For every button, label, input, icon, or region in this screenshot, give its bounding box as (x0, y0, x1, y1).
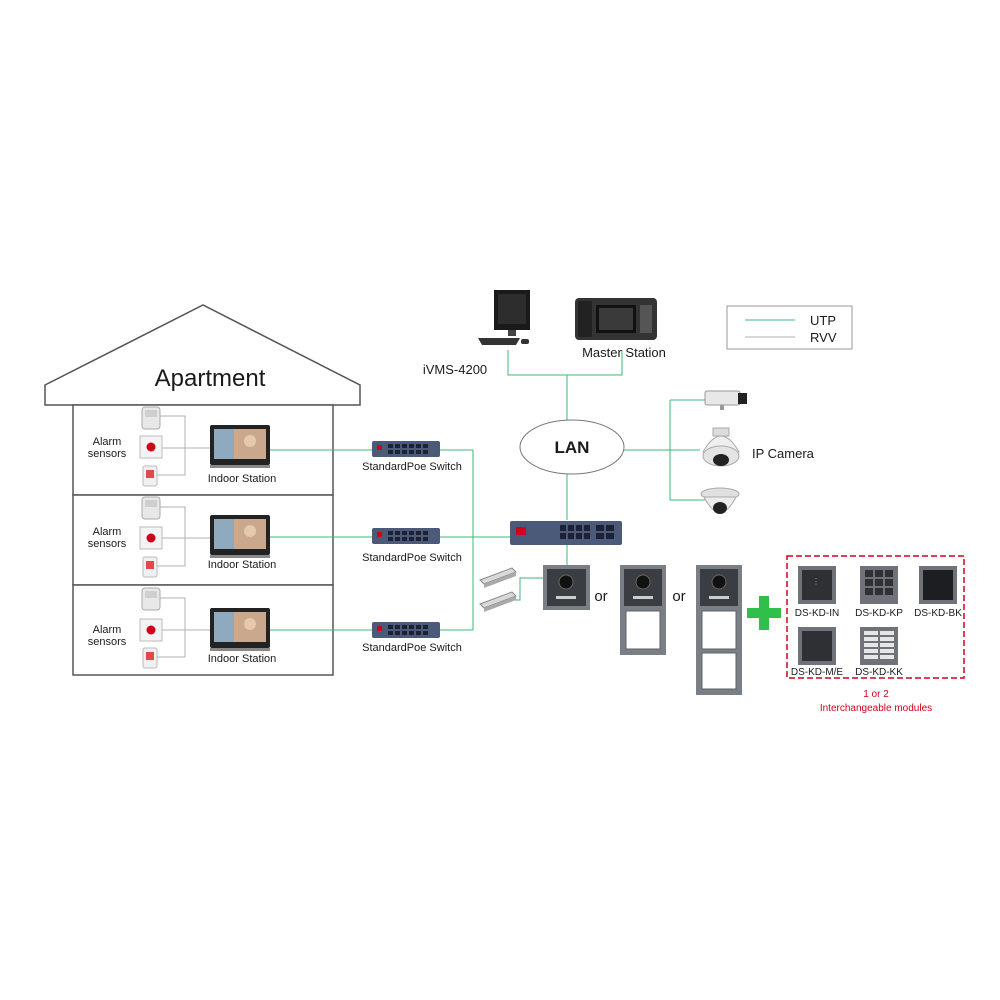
door-station-1-module (543, 565, 590, 610)
speed-dome-camera-icon (702, 427, 740, 467)
alarm-sensors-label: Alarm (93, 436, 122, 448)
or-label: or (672, 588, 685, 605)
modules-note-count: 1 or 2 (863, 689, 889, 700)
alarm-sensors-label: sensors (88, 636, 127, 648)
motion-sensor-icon (141, 496, 161, 520)
ip-camera-label: IP Camera (752, 446, 815, 461)
door-sensor-icon (142, 647, 158, 669)
master-station-icon (575, 298, 657, 340)
alarm-sensors-label: sensors (88, 448, 127, 460)
panic-button-icon (139, 435, 163, 459)
legend-utp-label: UTP (810, 313, 836, 328)
poe-switch-label: StandardPoe Switch (362, 461, 462, 473)
indoor-station-icon (210, 608, 270, 651)
indoor-station-label: Indoor Station (208, 559, 277, 571)
modules-note-text: Interchangeable modules (820, 703, 932, 714)
indicator-module-icon: ⋮ (798, 566, 836, 604)
indoor-station-icon (210, 515, 270, 558)
main-poe-switch (510, 521, 622, 545)
card-module-icon (798, 627, 836, 665)
lan-label: LAN (555, 438, 590, 457)
ivms-label: iVMS-4200 (423, 362, 487, 377)
floor-3-devices: Alarm sensors Indoor Station (88, 587, 277, 669)
nametag-module-icon (860, 627, 898, 665)
utp-cables (270, 350, 705, 631)
svg-text:⋮: ⋮ (812, 577, 820, 586)
poe-switch-1 (372, 441, 440, 457)
motion-sensor-icon (141, 406, 161, 430)
apartment-building: Apartment (44, 304, 361, 676)
box-camera-icon (704, 390, 747, 410)
master-station-label: Master Station (582, 345, 666, 360)
module-label: DS-KD-BK (914, 608, 962, 619)
module-label: DS-KD-KP (855, 608, 903, 619)
dome-camera-icon (700, 487, 740, 514)
lan-cloud (519, 419, 625, 475)
alarm-sensors-label: sensors (88, 538, 127, 550)
door-station-2-module (620, 565, 666, 655)
alarm-sensors-label: Alarm (93, 624, 122, 636)
module-label: DS-KD-KK (855, 667, 903, 678)
module-label: DS-KD-IN (795, 608, 839, 619)
apartment-roof (44, 304, 361, 406)
plus-icon (747, 596, 781, 630)
indoor-station-label: Indoor Station (208, 473, 277, 485)
poe-switch-label: StandardPoe Switch (362, 552, 462, 564)
panic-button-icon (139, 526, 163, 550)
alarm-sensors-label: Alarm (93, 526, 122, 538)
floor-2 (72, 494, 334, 586)
or-label: or (594, 588, 607, 605)
floor-1-devices: Alarm sensors Indoor Station (88, 406, 277, 487)
computer-icon (478, 290, 530, 345)
indoor-station-icon (210, 425, 270, 468)
electric-lock-icon (479, 567, 517, 588)
motion-sensor-icon (141, 587, 161, 611)
poe-switch-label: StandardPoe Switch (362, 642, 462, 654)
electric-lock-icon (479, 591, 517, 612)
modules-panel: ⋮ DS-KD-IN DS-KD-KP DS-KD-BK DS-KD-M/E (786, 555, 965, 679)
poe-switch-2 (372, 528, 440, 544)
blank-module-icon (919, 566, 957, 604)
poe-switch-3 (372, 622, 440, 638)
legend-rvv-label: RVV (810, 330, 837, 345)
apartment-title: Apartment (155, 365, 266, 392)
door-sensor-icon (142, 556, 158, 578)
panic-button-icon (139, 618, 163, 642)
legend: UTP RVV (726, 305, 853, 350)
keypad-module-icon (860, 566, 898, 604)
door-sensor-icon (142, 465, 158, 487)
door-station-3-module (696, 565, 742, 695)
module-label: DS-KD-M/E (791, 667, 844, 678)
indoor-station-label: Indoor Station (208, 653, 277, 665)
floor-2-devices: Alarm sensors Indoor Station (88, 496, 277, 578)
